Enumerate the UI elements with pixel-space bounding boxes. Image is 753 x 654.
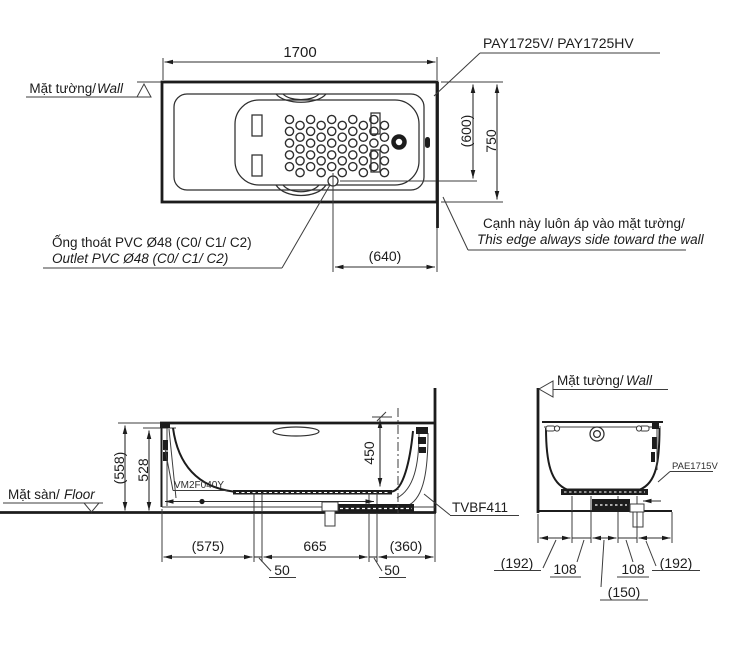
drain-icon: [391, 134, 407, 150]
end-drain-icon: [589, 426, 605, 442]
tub-basin: [234, 99, 420, 186]
product-code-label: PAY1725V/ PAY1725HV: [483, 35, 634, 51]
dim-108-left-label: 108: [553, 561, 577, 577]
dim-600-label: (600): [458, 115, 474, 148]
wall-label-top-en: Wall: [97, 81, 124, 96]
side-grip-icon: [272, 426, 320, 437]
anti-slip-dot-pattern: [284, 114, 390, 178]
floor-datum-triangle-icon: [82, 502, 101, 513]
dim-665-label: 665: [303, 538, 327, 554]
outlet-note-en: Outlet PVC Ø48 (C0/ C1/ C2): [52, 251, 228, 266]
hose-code-label: VM2F040Y: [174, 480, 224, 491]
dim-750-label: 750: [483, 129, 499, 153]
dim-558-label: (558): [111, 452, 127, 485]
left-hook-icon: [545, 425, 556, 432]
dim-360-label: (360): [390, 538, 423, 554]
dim-192-right-label: (192): [660, 555, 693, 571]
dim-575-label: (575): [192, 538, 225, 554]
wall-label-end-en: Wall: [626, 373, 653, 388]
dim-50-right-label: 50: [384, 562, 400, 578]
basin-profile: [172, 427, 414, 493]
outlet-note-vi: Ống thoát PVC Ø48 (C0/ C1/ C2): [52, 235, 252, 250]
right-slat-lower: [370, 149, 381, 173]
grip-top-outer: [275, 93, 327, 103]
apron-code-label: PAE1715V: [672, 461, 718, 472]
grip-bottom-outer: [275, 184, 327, 196]
wall-note-en: This edge always side toward the wall: [477, 232, 705, 247]
wall-label-top-vi: Mặt tường/: [29, 81, 96, 96]
head-pad-lower: [251, 154, 263, 177]
tub-inner-rim: [173, 93, 425, 191]
dim-1700-label: 1700: [283, 44, 316, 61]
wall-note-vi: Cạnh này luôn áp vào mặt tường/: [483, 216, 685, 231]
head-pad-upper: [251, 114, 263, 137]
right-slat-upper: [370, 112, 381, 135]
dim-640-label: (640): [369, 248, 402, 264]
overflow-slot-icon: [425, 137, 430, 148]
dim-50-left-label: 50: [274, 562, 290, 578]
drain-kit-code-label: TVBF411: [452, 500, 508, 515]
floor-label-vi: Mặt sàn/: [8, 487, 60, 502]
dim-450-label: 450: [361, 441, 377, 465]
dim-192-left-label: (192): [501, 555, 534, 571]
dim-528-label: 528: [135, 458, 151, 482]
side-view: Mặt sàn/ Floor: [0, 388, 519, 578]
top-view: 1700 Mặt tường/ Wall: [26, 35, 705, 272]
dim-108-right-label: 108: [621, 561, 645, 577]
floor-label-en: Floor: [64, 487, 95, 502]
wall-label-end-vi: Mặt tường/: [557, 373, 624, 388]
wall-datum-triangle-icon: [136, 82, 152, 98]
dim-150-label: (150): [608, 584, 641, 600]
wall-datum-triangle-left-icon: [537, 380, 554, 398]
end-view: Mặt tường/ Wall PAE1715V: [494, 373, 718, 601]
